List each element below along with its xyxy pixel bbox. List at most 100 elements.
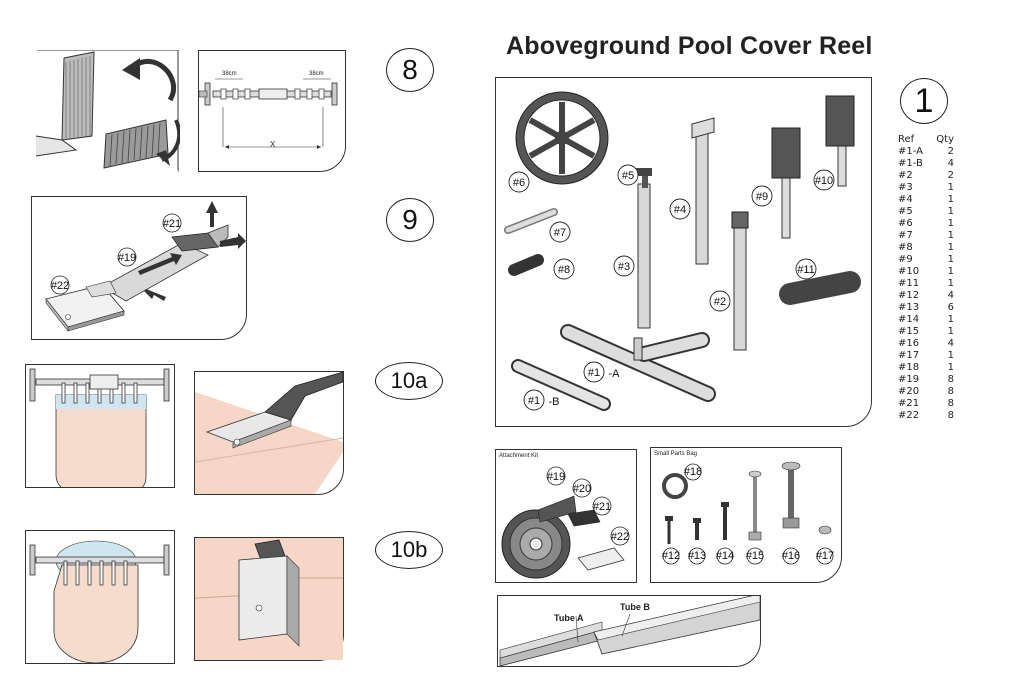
step-10b-badge: 10b xyxy=(375,531,443,569)
bag-label-12: #12 xyxy=(662,550,680,562)
attachment-kit-title: Attachment Kit xyxy=(499,453,539,459)
part-label-6: #6 xyxy=(513,177,525,189)
parts-list-ref: #13 xyxy=(898,302,920,313)
part-label-4: #4 xyxy=(674,204,686,216)
parts-list-header-qty: Qty xyxy=(936,134,954,145)
parts-list-qty: 1 xyxy=(947,218,954,229)
part-label-11: #11 xyxy=(797,264,815,276)
parts-list-ref: #5 xyxy=(898,206,913,217)
tube-7-shape xyxy=(504,208,558,234)
parts-list-ref: #10 xyxy=(898,266,920,277)
parts-list-qty: 1 xyxy=(947,326,954,337)
small-parts-bag-panel: Small Parts Bag #18 #12 #13 #14 #15 #16 … xyxy=(650,447,842,583)
parts-list-qty: 8 xyxy=(947,398,954,409)
parts-list-ref: #14 xyxy=(898,314,920,325)
tube-join-svg xyxy=(499,596,760,666)
step-9-strap-panel: #21 #19 #22 xyxy=(31,196,247,340)
attachment-kit-svg: #19 #20 #21 #22 xyxy=(501,466,630,579)
parts-list-row: #22 8 xyxy=(898,410,954,422)
tube-b-label: Tube B xyxy=(620,602,650,612)
step-10a-reel-overview xyxy=(25,364,175,488)
parts-list-row: #15 1 xyxy=(898,326,954,338)
parts-list-ref: #18 xyxy=(898,362,920,373)
parts-list-ref: #2 xyxy=(898,170,913,181)
step-8-badge: 8 xyxy=(386,48,434,92)
parts-list-qty: 1 xyxy=(947,230,954,241)
step-1-number: 1 xyxy=(914,81,934,120)
step-8-dim-right: 38cm xyxy=(309,71,324,77)
kit-label-21: #21 xyxy=(593,501,611,513)
part-label-7: #7 xyxy=(554,227,566,239)
post-2-shape xyxy=(731,211,749,351)
step-8-number: 8 xyxy=(402,54,418,85)
parts-list-qty: 4 xyxy=(947,338,954,349)
step-8-dimension-svg xyxy=(199,78,338,149)
step-10a-badge: 10a xyxy=(375,362,443,400)
step-10b-clip-detail xyxy=(194,537,344,661)
attachment-kit-panel: Attachment Kit #19 #20 #21 #22 xyxy=(495,449,637,583)
bag-label-17: #17 xyxy=(816,550,834,562)
part-label-10: #10 xyxy=(815,175,833,187)
step-9-label-19: #19 xyxy=(118,252,136,264)
step-9-number: 9 xyxy=(402,204,418,235)
parts-list-qty: 8 xyxy=(947,410,954,421)
step-10b-reel-overview xyxy=(25,530,175,664)
parts-list-qty: 2 xyxy=(947,170,954,181)
wheel-6-shape xyxy=(515,91,609,185)
parts-list-qty: 1 xyxy=(947,254,954,265)
parts-list-row: #16 4 xyxy=(898,338,954,350)
part-label-1b-suffix: -B xyxy=(549,396,560,408)
parts-list-qty: 8 xyxy=(947,386,954,397)
parts-list-ref: #1-B xyxy=(898,158,923,169)
part-label-1b-num: #1 xyxy=(528,395,540,407)
step-10a-clip-svg xyxy=(195,372,343,494)
parts-list-qty: 1 xyxy=(947,206,954,217)
step-10b-number: 10b xyxy=(390,537,428,562)
parts-list-ref: #15 xyxy=(898,326,920,337)
base-1b-shape xyxy=(511,359,611,411)
step-1-badge: 1 xyxy=(900,78,948,124)
parts-list-ref: #21 xyxy=(898,398,920,409)
step-10b-reel-svg xyxy=(29,540,170,663)
part-label-2: #2 xyxy=(714,296,726,308)
step-8-flip-svg xyxy=(36,50,180,172)
parts-list-qty: 2 xyxy=(947,146,954,157)
parts-list-ref: #7 xyxy=(898,230,913,241)
parts-list-ref: #8 xyxy=(898,242,913,253)
step-10a-number: 10a xyxy=(390,368,428,393)
parts-list-row: #21 8 xyxy=(898,398,954,410)
parts-list-qty: 1 xyxy=(947,314,954,325)
tube-a-label: Tube A xyxy=(554,613,584,623)
bag-label-13: #13 xyxy=(688,550,706,562)
bag-label-15: #15 xyxy=(746,550,764,562)
post-4-shape xyxy=(691,117,715,265)
parts-overview-panel: #6 #5 #4 #9 #10 #7 #8 #3 #2 #11 #1 -A #1… xyxy=(495,77,872,427)
part-label-9: #9 xyxy=(756,191,768,203)
kit-label-22: #22 xyxy=(611,531,629,543)
parts-overview-svg: #6 #5 #4 #9 #10 #7 #8 #3 #2 #11 #1 -A #1… xyxy=(504,91,861,411)
parts-list-qty: 1 xyxy=(947,182,954,193)
part-label-3: #3 xyxy=(618,261,630,273)
small-parts-bag-svg: #18 #12 #13 #14 #15 #16 #17 xyxy=(662,461,834,565)
tube-join-panel: Tube A Tube B xyxy=(497,595,761,667)
base-1a-shape xyxy=(560,324,716,402)
parts-list-ref: #22 xyxy=(898,410,920,421)
step-8-dimension-panel: 38cm 38cm X xyxy=(198,50,346,172)
kit-label-19: #19 xyxy=(547,471,565,483)
parts-list-row: #14 1 xyxy=(898,314,954,326)
parts-list-row: #1-B 4 xyxy=(898,158,954,170)
parts-list-qty: 4 xyxy=(947,158,954,169)
small-parts-bag-title: Small Parts Bag xyxy=(654,451,698,457)
parts-list-ref: #16 xyxy=(898,338,920,349)
